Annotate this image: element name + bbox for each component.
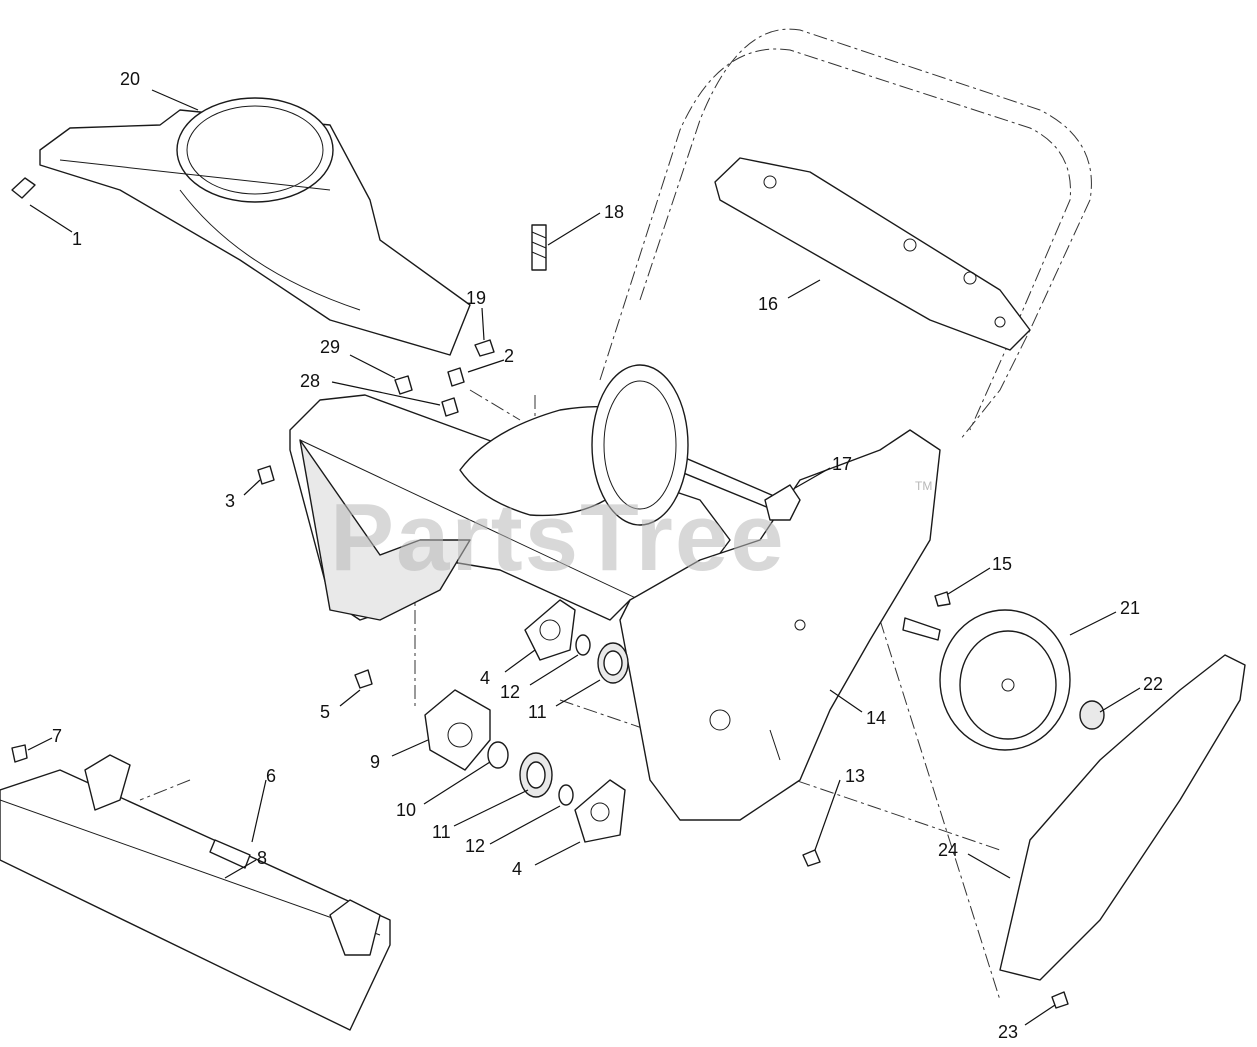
- part-bearing-housing: [424, 689, 491, 771]
- callout-28: 28: [300, 371, 320, 391]
- callout-18: 18: [604, 202, 624, 222]
- callout-23: 23: [998, 1022, 1018, 1042]
- part-washer-lower: [558, 784, 574, 806]
- callout-19: 19: [466, 288, 486, 308]
- part-wheel: [939, 609, 1071, 751]
- watermark: PartsTree TM: [330, 479, 932, 591]
- part-bearing-upper: [597, 642, 629, 684]
- callout-12-lower: 12: [465, 836, 485, 856]
- callout-7: 7: [52, 726, 62, 746]
- callout-1: 1: [72, 229, 82, 249]
- part-handle-crossbar: [714, 157, 1031, 351]
- part-side-cover: [999, 654, 1246, 981]
- part-side-frame: [619, 429, 941, 821]
- callout-4-upper: 4: [480, 668, 490, 688]
- callout-29: 29: [320, 337, 340, 357]
- callout-9: 9: [370, 752, 380, 772]
- handle-outline: [599, 28, 1092, 441]
- part-rear-wheel-back: [591, 364, 689, 526]
- callout-3: 3: [225, 491, 235, 511]
- callout-11-upper: 11: [528, 702, 547, 722]
- callout-11-lower: 11: [432, 822, 451, 842]
- callout-4-lower: 4: [512, 859, 522, 879]
- part-bearing-flange-lower: [574, 779, 626, 843]
- callout-24: 24: [938, 840, 958, 860]
- watermark-trademark: TM: [915, 479, 932, 493]
- callout-6: 6: [266, 766, 276, 786]
- callout-10: 10: [396, 800, 416, 820]
- callout-15: 15: [992, 554, 1012, 574]
- callout-5: 5: [320, 702, 330, 722]
- callout-16: 16: [758, 294, 778, 314]
- callout-labels: 20 1 18 19 29 2 28 16 17 3 15 21 4 12 11…: [52, 69, 1163, 1042]
- leader-lines: [27, 89, 1141, 1026]
- callout-13: 13: [845, 766, 865, 786]
- part-bearing-lower: [519, 752, 553, 798]
- callout-12-upper: 12: [500, 682, 520, 702]
- callout-8: 8: [257, 848, 267, 868]
- part-discharge-chute: [39, 97, 471, 356]
- callout-17: 17: [832, 454, 852, 474]
- callout-2: 2: [504, 346, 514, 366]
- part-clip: [11, 177, 36, 199]
- part-bearing-flange-upper: [524, 599, 576, 661]
- callout-21: 21: [1120, 598, 1140, 618]
- callout-22: 22: [1143, 674, 1163, 694]
- part-hubcap: [1079, 700, 1105, 730]
- watermark-text: PartsTree: [330, 484, 786, 591]
- part-washer-10: [487, 741, 509, 769]
- fastener-bolts: [11, 339, 1069, 1009]
- part-scraper-bar: [0, 754, 391, 1031]
- part-washer-upper: [575, 634, 591, 656]
- part-spring: [531, 224, 547, 271]
- callout-20: 20: [120, 69, 140, 89]
- callout-14: 14: [866, 708, 886, 728]
